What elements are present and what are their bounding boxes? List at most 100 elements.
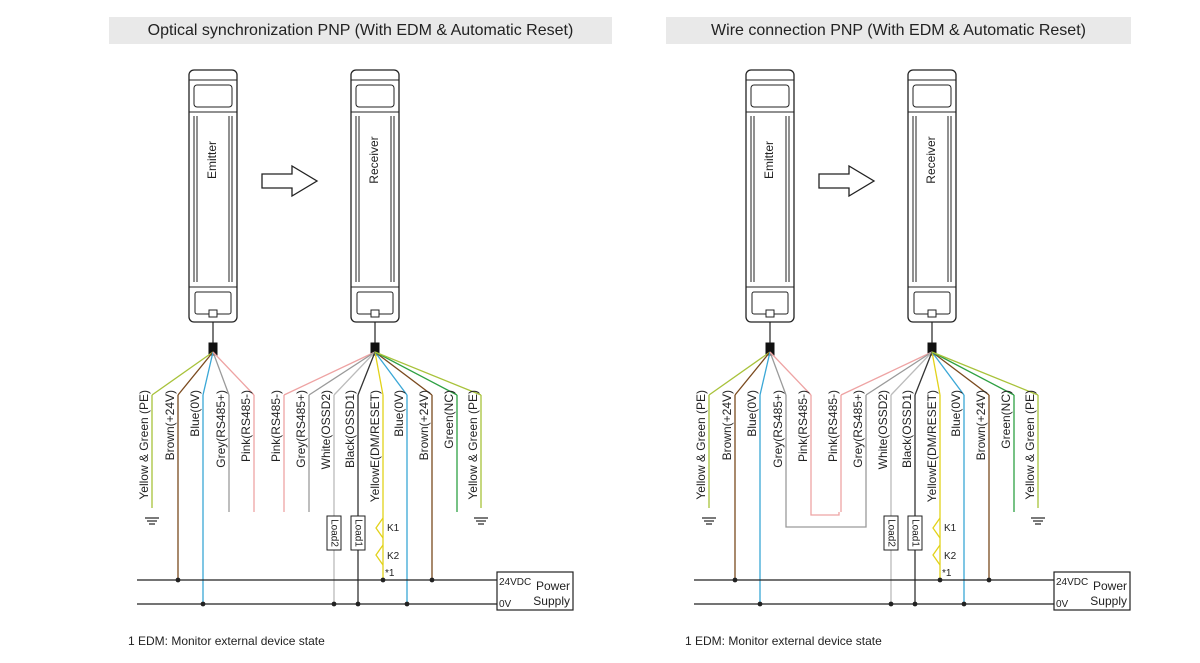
junction-dot bbox=[757, 601, 763, 607]
power-supply-box bbox=[1053, 571, 1131, 611]
wire-label: White(OSSD2) bbox=[319, 390, 333, 469]
k2-contact bbox=[375, 544, 384, 566]
wire-0 bbox=[151, 351, 214, 396]
junction-dot bbox=[331, 601, 337, 607]
wire-2 bbox=[202, 351, 214, 396]
wire-label: Green(NC) bbox=[442, 390, 456, 449]
arrow-icon bbox=[261, 164, 319, 198]
wire-label: Grey(RS485+) bbox=[851, 390, 865, 468]
ground-icon bbox=[474, 517, 488, 525]
junction-dot bbox=[912, 601, 918, 607]
load-1-label: Load1 bbox=[909, 519, 920, 547]
rs485-link bbox=[810, 512, 840, 516]
wire-7 bbox=[374, 351, 458, 396]
ground-icon bbox=[1031, 517, 1045, 525]
wire-8 bbox=[931, 351, 1039, 396]
junction-dot bbox=[200, 601, 206, 607]
receiver-unit: Receiver bbox=[907, 69, 957, 356]
wire-label: Blue(0V) bbox=[745, 390, 759, 437]
supply-0v-label: 0V bbox=[1056, 599, 1069, 610]
wire-label: YellowE(DM/RESET) bbox=[925, 390, 939, 502]
load-2-label: Load2 bbox=[328, 519, 339, 547]
sensor-window bbox=[912, 84, 952, 108]
rs485-link bbox=[785, 512, 867, 528]
wire-0 bbox=[840, 351, 933, 396]
wire-4 bbox=[769, 351, 812, 396]
supply-24v-label: 24VDC bbox=[499, 577, 531, 588]
cable-gland bbox=[765, 309, 775, 318]
supply-name-1: Power bbox=[536, 579, 570, 593]
junction-dot bbox=[986, 577, 992, 583]
wire-3 bbox=[357, 351, 376, 396]
junction-dot bbox=[380, 577, 386, 583]
wire-label: Yellow & Green (PE) bbox=[137, 390, 151, 500]
panel-title: Optical synchronization PNP (With EDM & … bbox=[109, 17, 612, 44]
wire-label: Blue(0V) bbox=[188, 390, 202, 437]
wire-5 bbox=[931, 351, 965, 396]
receiver-unit: Receiver bbox=[350, 69, 400, 356]
wire-label: Yellow & Green (PE) bbox=[694, 390, 708, 500]
sensor-housing bbox=[907, 69, 957, 323]
edm-note-marker: *1 bbox=[942, 568, 952, 579]
load-2-box bbox=[883, 515, 899, 551]
wire-label: Brown(+24V) bbox=[720, 390, 734, 460]
cable-gland bbox=[208, 309, 218, 318]
load-2-label: Load2 bbox=[885, 519, 896, 547]
sensor-window bbox=[193, 84, 233, 108]
wire-1 bbox=[308, 351, 376, 396]
junction-dot bbox=[937, 577, 943, 583]
wire-label: Pink(RS485-) bbox=[796, 390, 810, 462]
sensor-housing bbox=[745, 69, 795, 323]
power-supply-box bbox=[496, 571, 574, 611]
panel-optical: Optical synchronization PNP (With EDM & … bbox=[109, 17, 612, 648]
wire-label: Green(NC) bbox=[999, 390, 1013, 449]
panel-title: Wire connection PNP (With EDM & Automati… bbox=[666, 17, 1131, 44]
wire-2 bbox=[890, 351, 933, 396]
emitter-unit: Emitter bbox=[188, 69, 238, 356]
k2-contact bbox=[932, 544, 941, 566]
wire-label: Blue(0V) bbox=[949, 390, 963, 437]
wire-8 bbox=[374, 351, 482, 396]
edm-note-marker: *1 bbox=[385, 568, 395, 579]
wire-label: Brown(+24V) bbox=[417, 390, 431, 460]
junction-dot bbox=[961, 601, 967, 607]
load-1-label: Load1 bbox=[352, 519, 363, 547]
wire-label: White(OSSD2) bbox=[876, 390, 890, 469]
load-1-box bbox=[350, 515, 366, 551]
ground-icon bbox=[145, 517, 159, 525]
load-2-box bbox=[326, 515, 342, 551]
wire-2 bbox=[333, 351, 376, 396]
wire-0 bbox=[708, 351, 771, 396]
wire-label: Brown(+24V) bbox=[974, 390, 988, 460]
wire-1 bbox=[734, 351, 771, 396]
sensor-window bbox=[355, 84, 395, 108]
supply-0v-label: 0V bbox=[499, 599, 512, 610]
wire-label: Grey(RS485+) bbox=[294, 390, 308, 468]
sensor-label: Emitter bbox=[762, 141, 776, 179]
wire-5 bbox=[374, 351, 408, 396]
k1-label: K1 bbox=[944, 523, 957, 534]
wire-6 bbox=[374, 351, 433, 396]
k1-contact bbox=[375, 517, 384, 539]
wire-3 bbox=[212, 351, 230, 396]
wire-3 bbox=[769, 351, 787, 396]
wire-4 bbox=[931, 351, 941, 396]
emitter-unit: Emitter bbox=[745, 69, 795, 356]
junction-dot bbox=[429, 577, 435, 583]
junction-dot bbox=[355, 601, 361, 607]
sensor-label: Receiver bbox=[367, 136, 381, 183]
footnote: 1 EDM: Monitor external device state bbox=[685, 634, 882, 648]
wire-label: Yellow & Green (PE) bbox=[1023, 390, 1037, 500]
sensor-label: Emitter bbox=[205, 141, 219, 179]
k1-label: K1 bbox=[387, 523, 400, 534]
wire-6 bbox=[931, 351, 990, 396]
sensor-label: Receiver bbox=[924, 136, 938, 183]
wire-label: Black(OSSD1) bbox=[343, 390, 357, 468]
k1-contact bbox=[932, 517, 941, 539]
sensor-housing bbox=[188, 69, 238, 323]
wire-label: Grey(RS485+) bbox=[771, 390, 785, 468]
supply-name-2: Supply bbox=[533, 594, 570, 608]
supply-24v-label: 24VDC bbox=[1056, 577, 1088, 588]
